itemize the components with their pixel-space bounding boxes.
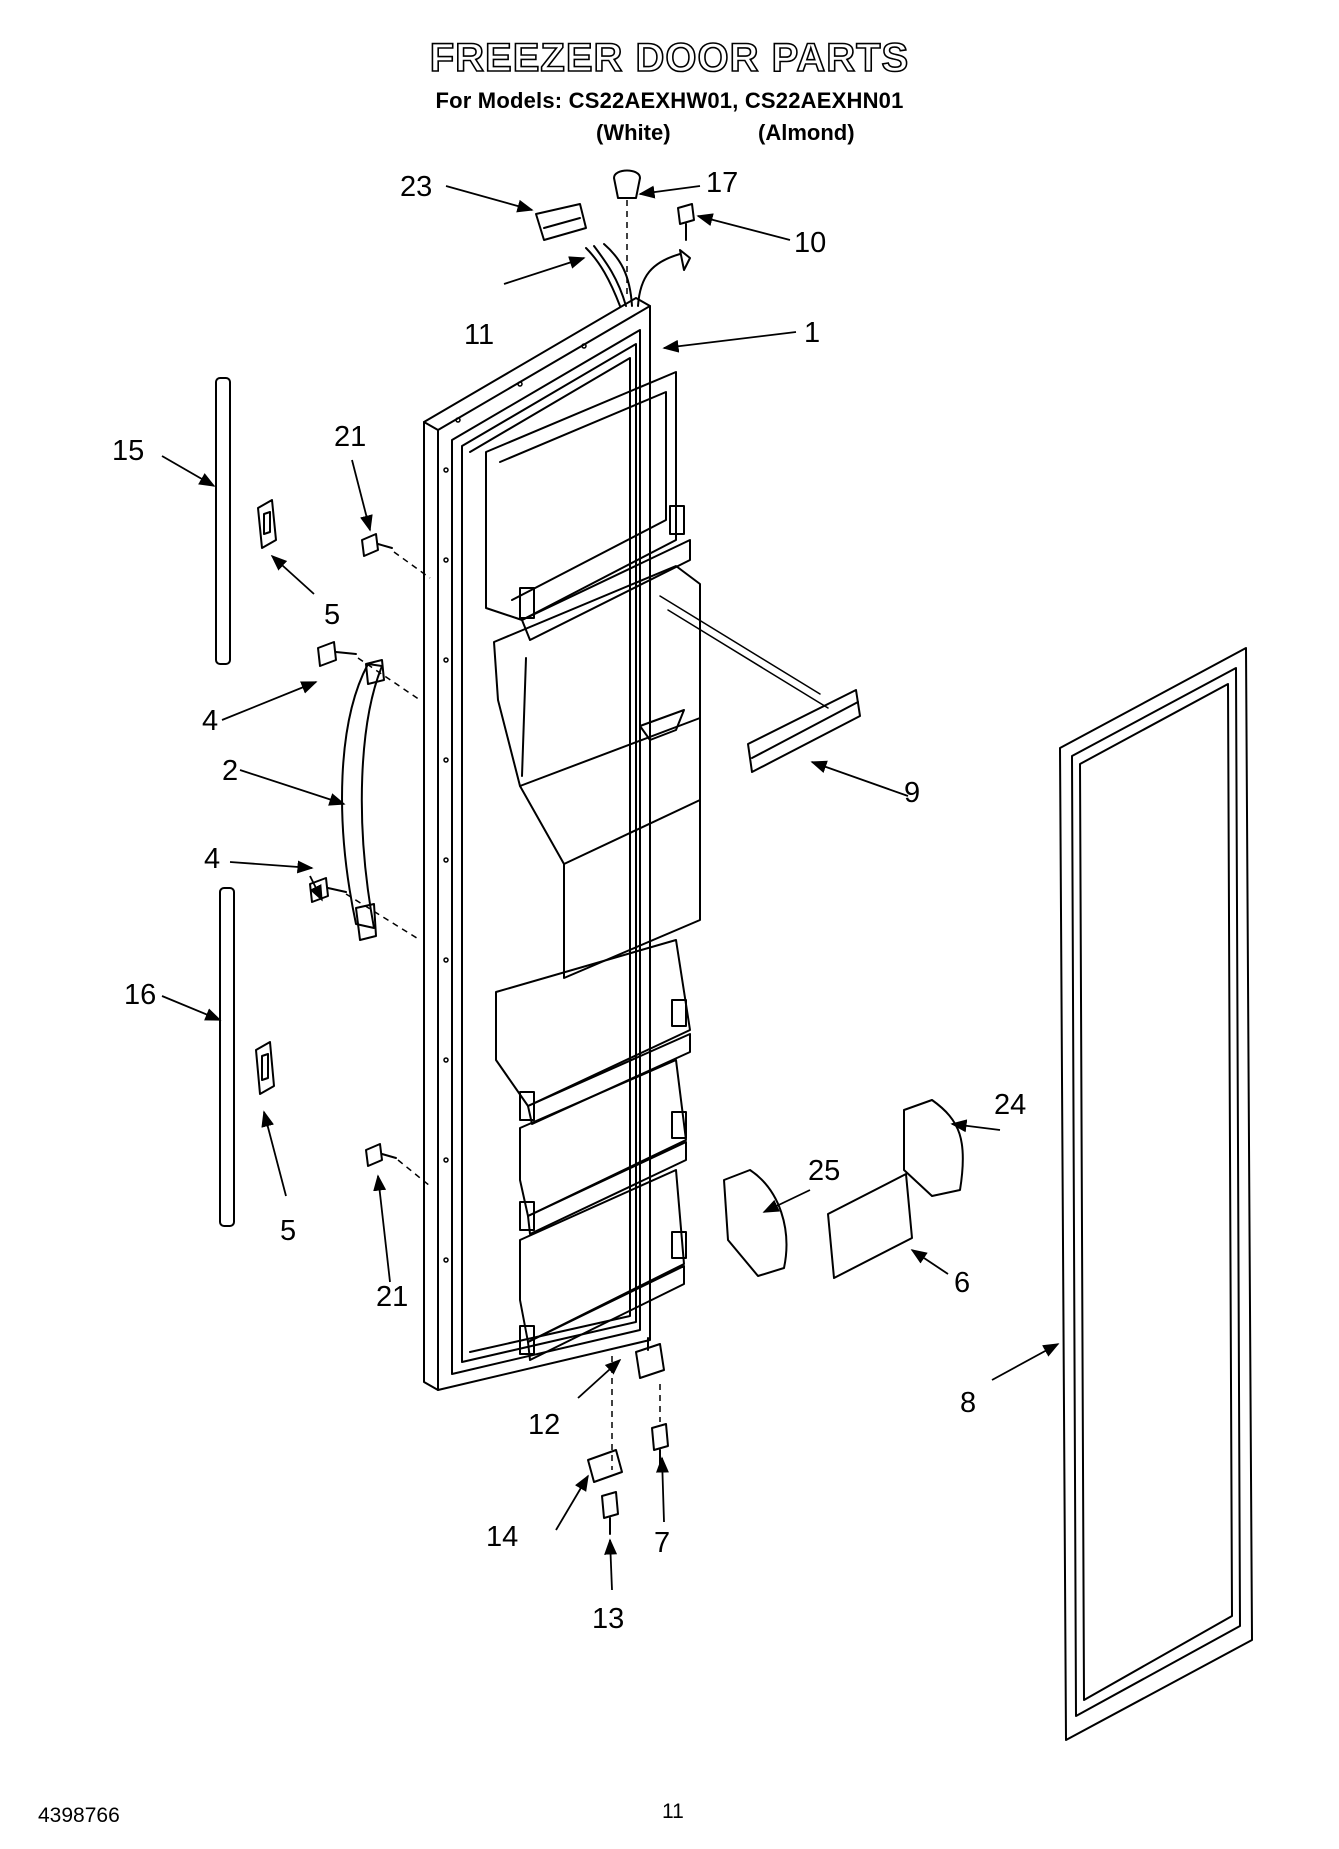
freezer-door-panel	[423, 297, 829, 1391]
callout-2: 2	[222, 755, 238, 787]
callout-11: 11	[464, 319, 494, 351]
trim-clip-5-lower	[255, 1041, 275, 1095]
screw-13	[601, 1491, 619, 1535]
screw-4-lower	[309, 877, 347, 903]
connector-23	[535, 203, 587, 241]
shelf-bracket-25	[723, 1169, 788, 1277]
hinge-bracket-14	[587, 1449, 623, 1483]
screw-10	[677, 203, 695, 241]
screw-21-upper	[361, 533, 393, 557]
bin-riser-6	[827, 1173, 913, 1279]
alignment-lines	[345, 200, 661, 1470]
door-handle	[341, 663, 383, 929]
callout-25: 25	[808, 1155, 840, 1187]
hinge-bushing-12	[635, 1337, 665, 1379]
callout-14: 14	[486, 1521, 518, 1553]
document-code: 4398766	[38, 1804, 120, 1827]
callout-5-lower: 5	[280, 1215, 296, 1247]
wire-harness-11	[585, 243, 691, 307]
callout-12: 12	[528, 1409, 560, 1441]
leader-arrows	[161, 185, 1060, 1591]
screw-7	[651, 1423, 669, 1469]
callout-21-upper: 21	[334, 421, 366, 453]
variant-almond-label: (Almond)	[758, 120, 855, 145]
screw-4-upper	[317, 641, 357, 667]
callout-15: 15	[112, 435, 144, 467]
light-bulb-17	[613, 169, 641, 199]
callout-21-lower: 21	[376, 1281, 408, 1313]
door-gasket	[1059, 647, 1253, 1741]
callout-1: 1	[804, 317, 820, 349]
callout-9: 9	[904, 777, 920, 809]
callout-10: 10	[794, 227, 826, 259]
callout-8: 8	[960, 1387, 976, 1419]
model-numbers: For Models: CS22AEXHW01, CS22AEXHN01	[435, 88, 904, 113]
callout-23: 23	[400, 171, 432, 203]
trim-strip-16	[219, 887, 235, 1227]
shelf-bracket-24	[903, 1099, 964, 1197]
callout-4-lower: 4	[204, 843, 220, 875]
callout-4-upper: 4	[202, 705, 218, 737]
page-title: FREEZER DOOR PARTS	[429, 35, 910, 81]
trim-clip-5-upper	[257, 499, 277, 549]
callout-24: 24	[994, 1089, 1026, 1121]
screw-21-lower	[365, 1143, 397, 1167]
callout-6: 6	[954, 1267, 970, 1299]
callout-7: 7	[654, 1527, 670, 1559]
trim-strip-15	[215, 377, 231, 665]
callout-5-upper: 5	[324, 599, 340, 631]
callout-13: 13	[592, 1603, 624, 1635]
callout-16: 16	[124, 979, 156, 1011]
callout-17: 17	[706, 167, 738, 199]
page-number: 11	[662, 1800, 684, 1823]
dispenser-rail	[747, 689, 861, 773]
variant-white-label: (White)	[596, 120, 671, 145]
